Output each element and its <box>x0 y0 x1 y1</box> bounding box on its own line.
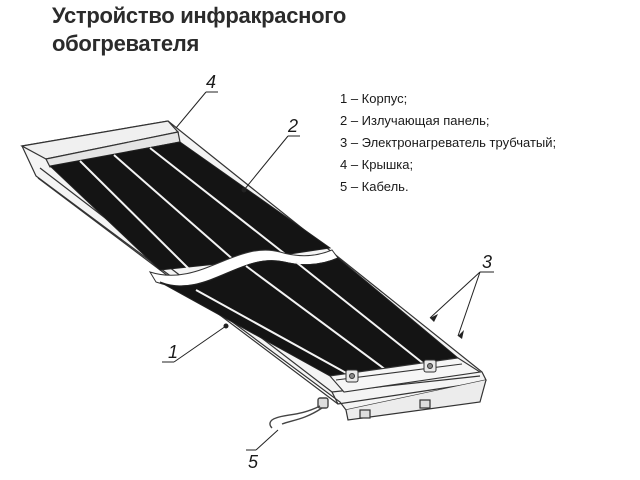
tubular-heater-terminals <box>345 359 437 383</box>
legend-item-radiating-panel: 2 – Излучающая панель; <box>340 113 490 128</box>
radiating-panel-upper <box>48 141 332 271</box>
callout-1-label: 1 <box>168 342 178 362</box>
callout-3-label: 3 <box>482 252 492 272</box>
callout-5-label: 5 <box>248 452 259 472</box>
heater-cable <box>269 397 329 429</box>
callout-2-label: 2 <box>287 116 298 136</box>
heater-cover <box>20 120 181 168</box>
legend-item-cover: 4 – Крышка; <box>340 157 414 172</box>
legend-item-housing: 1 – Корпус; <box>340 91 408 106</box>
callout-3-arrow-a <box>430 314 438 322</box>
callout-4-label: 4 <box>206 72 216 92</box>
parts-legend: 1 – Корпус; 2 – Излучающая панель; 3 – Э… <box>340 88 556 198</box>
legend-item-cable: 5 – Кабель. <box>340 179 409 194</box>
callout-3-arrow-b <box>458 330 464 339</box>
diagram-title: Устройство инфракрасного обогревателя <box>52 2 432 58</box>
legend-item-tubular-heater: 3 – Электронагреватель трубчатый; <box>340 135 557 150</box>
callout-leaders <box>162 91 494 451</box>
radiating-panel-lower <box>159 257 460 377</box>
title-line-2: обогревателя <box>52 31 199 56</box>
title-line-1: Устройство инфракрасного <box>52 3 347 28</box>
